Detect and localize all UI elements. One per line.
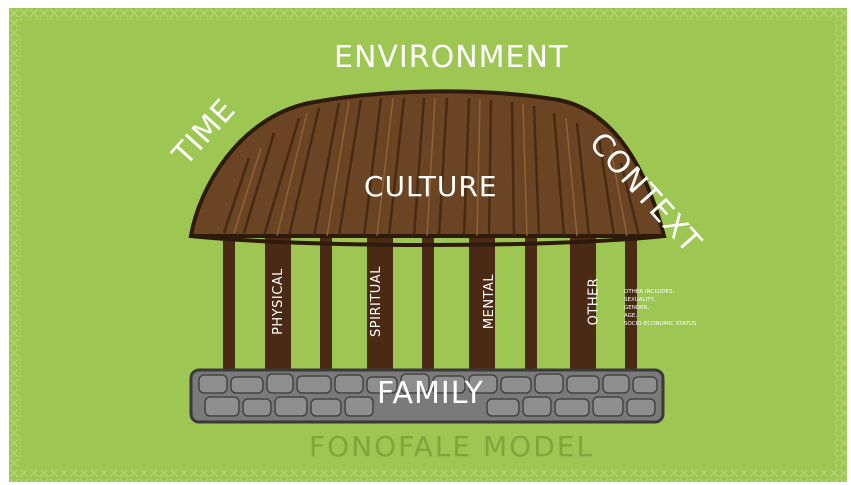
fonofale-diagram: PHYSICAL SPIRITUAL MENTAL OTHER ENVIRONM… — [9, 8, 847, 482]
label-family: FAMILY — [377, 376, 484, 411]
post-other — [570, 238, 596, 373]
post — [625, 233, 637, 373]
fale-roof — [188, 89, 667, 247]
label-culture: CULTURE — [364, 170, 498, 203]
post — [320, 233, 332, 373]
fale-house — [188, 89, 667, 424]
note-line: SOCIO-ECONOMIC STATUS — [624, 321, 697, 327]
post-label-physical: PHYSICAL — [270, 267, 286, 335]
border-pattern — [9, 8, 847, 482]
post — [223, 233, 235, 373]
stone-foundation — [189, 368, 665, 424]
post-label-spiritual: SPIRITUAL — [368, 265, 384, 337]
label-environment: ENVIRONMENT — [334, 40, 569, 75]
post-label-mental: MENTAL — [481, 273, 497, 329]
note-line: AGE, — [624, 313, 638, 319]
post — [422, 233, 434, 373]
other-includes-note: OTHER INCLUDES: SEXUALITY, GENDER, AGE, … — [624, 288, 734, 328]
post-physical — [265, 238, 291, 373]
fale-posts — [223, 233, 637, 373]
post — [525, 233, 537, 373]
post-label-other: OTHER — [586, 277, 602, 325]
diagram-title: FONOFALE MODEL — [309, 430, 595, 463]
post-mental — [469, 238, 495, 373]
post-spiritual — [367, 238, 393, 373]
note-line: GENDER, — [624, 305, 650, 311]
note-line: OTHER INCLUDES: — [624, 289, 675, 295]
note-line: SEXUALITY, — [624, 297, 656, 303]
